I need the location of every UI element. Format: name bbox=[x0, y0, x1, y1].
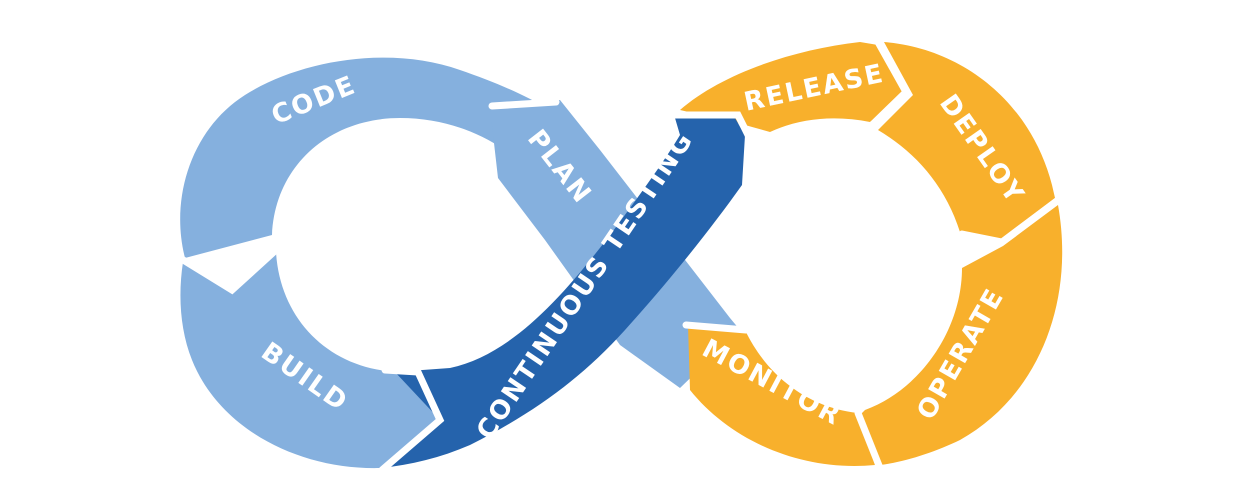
build-segment bbox=[180, 252, 440, 469]
deploy-segment bbox=[878, 42, 1055, 240]
segment-separators bbox=[176, 38, 1062, 474]
code-segment bbox=[180, 57, 550, 259]
release-segment bbox=[680, 42, 905, 132]
continuous-testing-segment bbox=[380, 118, 745, 468]
monitor-segment bbox=[688, 325, 875, 466]
operate-segment bbox=[860, 205, 1063, 465]
